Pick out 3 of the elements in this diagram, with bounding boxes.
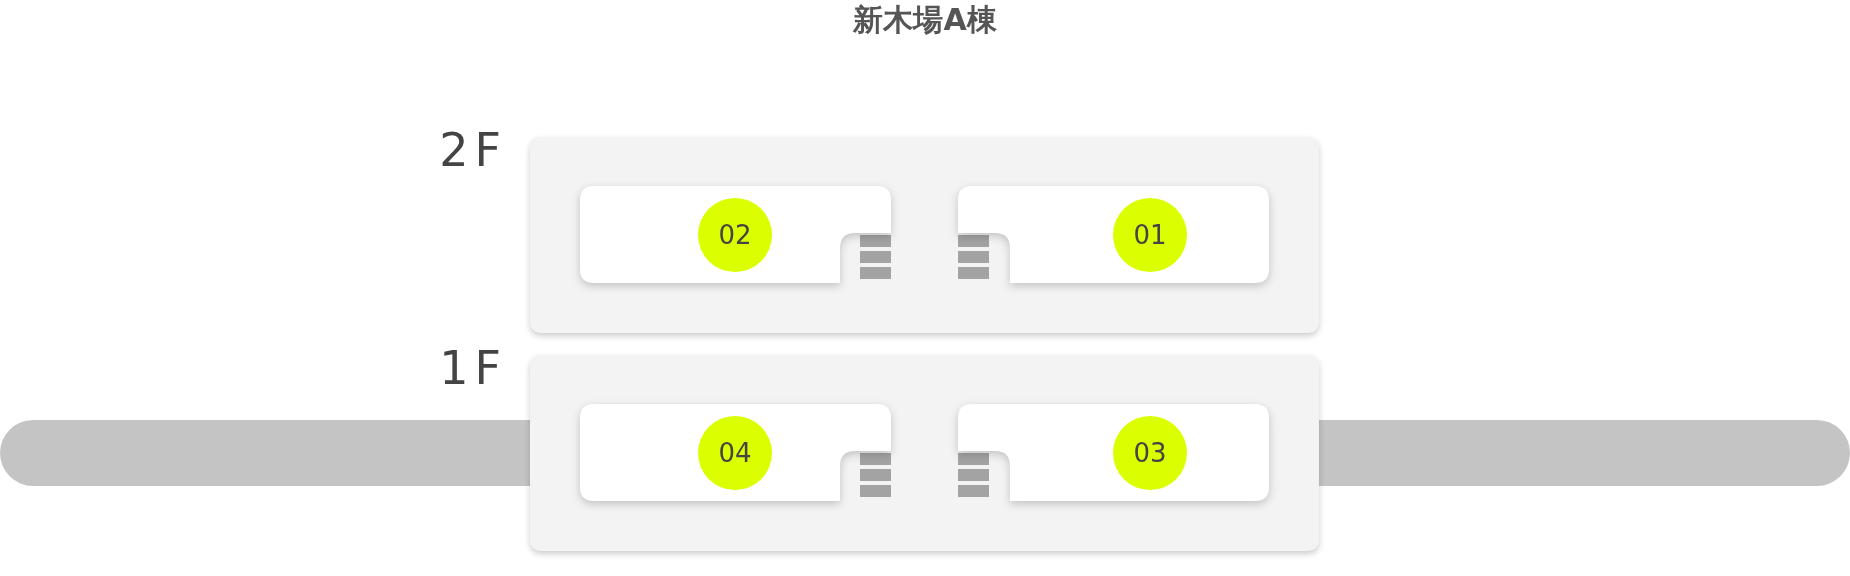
floor-label: 2F [439,123,507,177]
floor-label: 1F [439,341,507,395]
title: 新木場A棟 [852,1,998,39]
